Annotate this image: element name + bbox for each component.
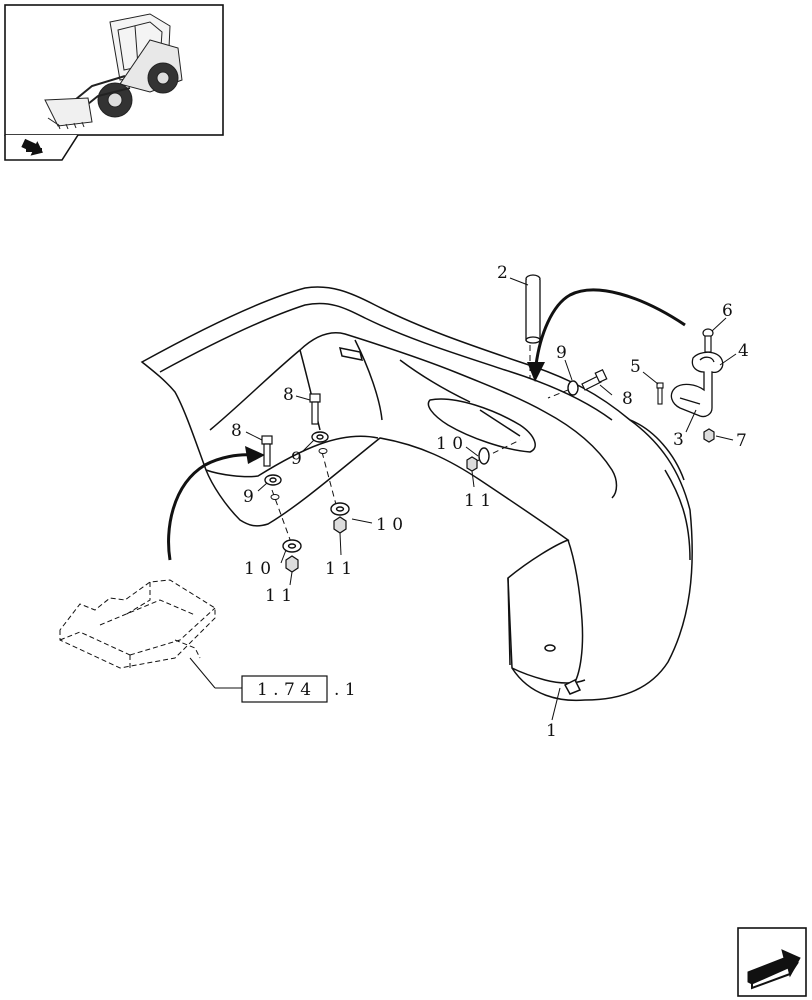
nut-11-left — [285, 555, 299, 573]
callout-7: 7 — [736, 431, 747, 451]
leader-lines — [189, 277, 737, 721]
reference-boxed-text: 1 . 7 4 — [257, 680, 311, 700]
callout-8-left: 8 — [231, 421, 242, 441]
pin-part-2 — [525, 274, 541, 344]
washer-9-middle — [311, 431, 329, 443]
referenced-subassembly-frame — [59, 579, 216, 669]
next-page-button[interactable] — [737, 927, 807, 997]
thumbnail-panel[interactable] — [4, 4, 224, 136]
callout-9-middle: 9 — [291, 449, 302, 469]
callout-4: 4 — [738, 341, 749, 361]
callout-8-right: 8 — [622, 389, 633, 409]
bolt-8-right — [581, 368, 608, 391]
callout-8-middle: 8 — [283, 385, 294, 405]
callout-9-right: 9 — [556, 343, 567, 363]
wheel-loader-thumbnail-icon — [44, 13, 183, 130]
reference-suffix-text: . 1 — [334, 680, 356, 700]
washer-9-left — [264, 474, 282, 486]
callout-labels: 1 2 3 4 5 6 7 8 8 8 9 9 9 1 0 1 0 1 0 1 … — [231, 263, 749, 741]
callout-3: 3 — [673, 430, 684, 450]
previous-page-arrow-icon — [21, 138, 43, 156]
bolt-8-middle — [309, 393, 321, 425]
callout-11-middle: 1 1 — [325, 559, 352, 579]
bolt-5 — [656, 382, 664, 405]
previous-page-button[interactable] — [4, 134, 79, 161]
nut-11-right — [466, 456, 478, 472]
callout-10-middle: 1 0 — [376, 515, 403, 535]
assembly-arrow-left — [167, 446, 265, 561]
nut-11-middle — [333, 516, 347, 534]
bolt-6 — [702, 328, 714, 353]
washer-10-middle — [330, 502, 350, 516]
callout-5: 5 — [630, 357, 641, 377]
callout-10-right: 1 0 — [436, 434, 463, 454]
hook-part-4 — [670, 351, 724, 418]
washer-10-right — [478, 447, 490, 465]
nut-7 — [703, 428, 715, 443]
callout-11-right: 1 1 — [464, 491, 491, 511]
callout-11-left: 1 1 — [265, 586, 292, 606]
bolt-8-left — [261, 435, 273, 467]
washer-10-left — [282, 539, 302, 553]
washer-9-right — [567, 380, 579, 396]
callout-10-left: 1 0 — [244, 559, 271, 579]
hole-marks — [270, 448, 328, 500]
callout-6: 6 — [722, 301, 733, 321]
next-page-arrow-icon — [747, 949, 801, 990]
assembly-arrow-right — [527, 288, 686, 382]
callout-1: 1 — [546, 721, 557, 741]
counterweight-body — [140, 286, 693, 702]
callout-9-left: 9 — [243, 487, 254, 507]
cross-reference-label[interactable]: 1 . 7 4 . 1 — [241, 675, 356, 703]
callout-2: 2 — [497, 263, 508, 283]
